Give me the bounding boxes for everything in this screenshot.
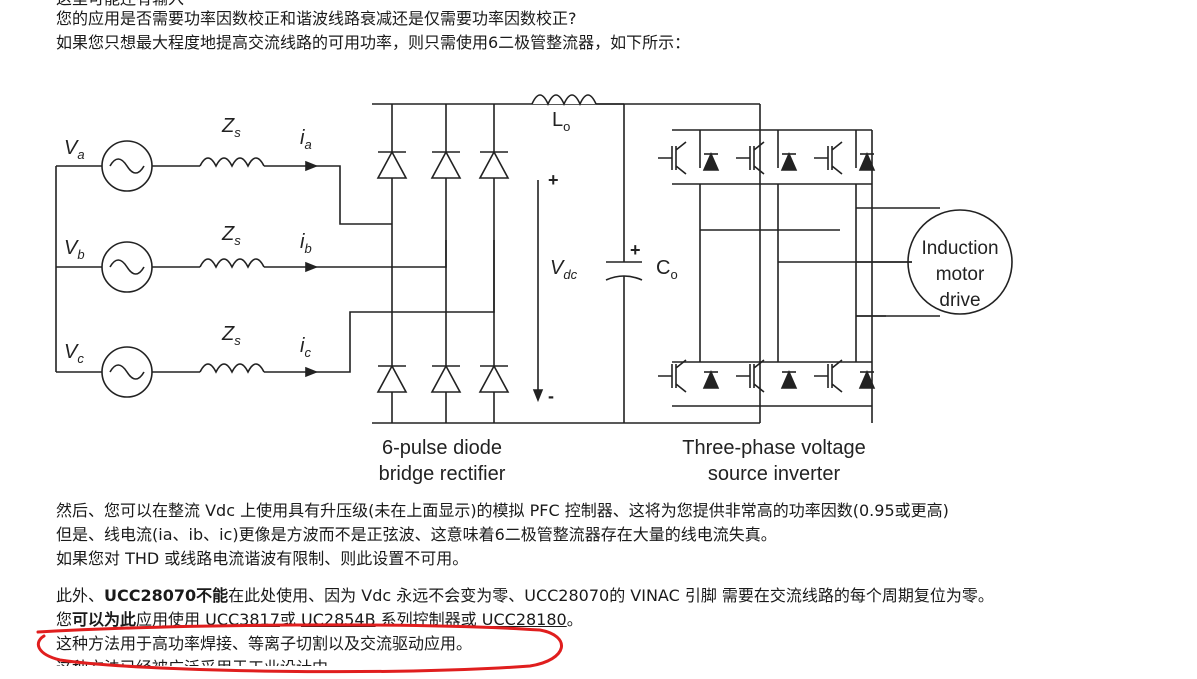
- impedance-a-coil: [199, 157, 265, 168]
- label-vc: V: [64, 341, 79, 363]
- motor-label-2: motor: [936, 264, 985, 285]
- svg-text:Vdc: Vdc: [550, 257, 578, 282]
- label-ia: i: [300, 127, 305, 149]
- phase-b-feed: [264, 240, 447, 268]
- three-phase-rectifier-inverter-diagram: Va Vb Vc Zs Zs Zs ia ib ic Lo + - Vdc + …: [55, 94, 1013, 485]
- label-ib: i: [300, 231, 305, 253]
- partial-bottom-line: 这种方法已经被广泛采用于工业设计中: [56, 658, 329, 677]
- intro-question: 您的应用是否需要功率因数校正和谐波线路衰减还是仅需要功率因数校正?: [56, 9, 577, 28]
- label-vdc: V: [550, 257, 565, 279]
- svg-text:Va: Va: [64, 137, 85, 162]
- rectifier-caption-1: 6-pulse diode: [382, 437, 502, 459]
- inductor-lo-coil: [531, 94, 597, 106]
- svg-text:ia: ia: [300, 127, 312, 152]
- phase-a-feed: [264, 165, 392, 225]
- label-zs-c: Z: [221, 323, 235, 345]
- diagram-labels: Va Vb Vc Zs Zs Zs ia ib ic Lo + - Vdc + …: [64, 109, 999, 485]
- motor-label-1: Induction: [921, 238, 998, 259]
- rectifier-legs: [376, 104, 510, 423]
- label-vb: V: [64, 237, 79, 259]
- paragraph-ucc28070: 此外、UCC28070不能在此处使用、因为 Vdc 永远不会变为零、UCC280…: [56, 586, 994, 605]
- inverter-switches: [658, 129, 876, 423]
- label-minus-vdc: -: [548, 386, 554, 406]
- svg-text:Co: Co: [656, 257, 678, 282]
- inverter-caption-2: source inverter: [708, 463, 841, 485]
- capacitor-plate-bottom: [605, 275, 643, 281]
- inverter-caption-1: Three-phase voltage: [682, 437, 865, 459]
- svg-text:ib: ib: [300, 231, 312, 256]
- link-uc2854b[interactable]: UC2854B: [301, 610, 376, 629]
- link-ucc3817[interactable]: UCC3817: [205, 610, 280, 629]
- svg-text:Vb: Vb: [64, 237, 85, 262]
- label-co: C: [656, 257, 670, 279]
- label-zs-a: Z: [221, 115, 235, 137]
- svg-text:Vc: Vc: [64, 341, 84, 366]
- current-a-arrow: [305, 160, 319, 172]
- source-c: [56, 346, 200, 398]
- source-a: [56, 140, 200, 192]
- svg-text:Zs: Zs: [221, 115, 241, 140]
- svg-text:ic: ic: [300, 335, 311, 360]
- svg-text:Zs: Zs: [221, 223, 241, 248]
- partial-top-line: 这里可能还有输入: [56, 0, 184, 10]
- paragraph-applications: 这种方法用于高功率焊接、等离子切割以及交流驱动应用。: [56, 634, 473, 653]
- link-ucc28180[interactable]: UCC28180: [481, 610, 567, 629]
- impedance-b-coil: [199, 258, 265, 269]
- label-va: V: [64, 137, 79, 159]
- source-b: [56, 241, 200, 293]
- label-plus-cap: +: [630, 240, 641, 260]
- motor-label-3: drive: [939, 290, 980, 311]
- impedance-c-coil: [199, 363, 265, 374]
- can-use-bold: 可以为此: [72, 610, 137, 629]
- current-b-arrow: [305, 261, 319, 273]
- label-plus-vdc: +: [548, 170, 559, 190]
- ucc28070-bold: UCC28070不能: [104, 586, 229, 605]
- label-zs-b: Z: [221, 223, 235, 245]
- paragraph-pfc: 然后、您可以在整流 Vdc 上使用具有升压级(未在上面显示)的模拟 PFC 控制…: [56, 501, 949, 520]
- svg-text:Zs: Zs: [221, 323, 241, 348]
- current-c-arrow: [305, 366, 319, 378]
- paragraph-controllers: 您可以为此应用使用 UCC3817或 UC2854B 系列控制器或 UCC281…: [56, 610, 583, 629]
- rectifier-caption-2: bridge rectifier: [379, 463, 506, 485]
- phase-c-feed: [264, 240, 495, 373]
- label-lo: L: [552, 109, 563, 131]
- paragraph-distortion: 但是、线电流(ia、ib、ic)更像是方波而不是正弦波、这意味着6二极管整流器存…: [56, 525, 777, 544]
- paragraph-thd: 如果您对 THD 或线路电流谐波有限制、则此设置不可用。: [56, 549, 469, 568]
- svg-text:Lo: Lo: [552, 109, 570, 134]
- induction-motor-circle: [907, 209, 1013, 315]
- label-ic: i: [300, 335, 305, 357]
- intro-statement: 如果您只想最大程度地提高交流线路的可用功率，则只需使用6二极管整流器，如下所示：: [56, 33, 691, 52]
